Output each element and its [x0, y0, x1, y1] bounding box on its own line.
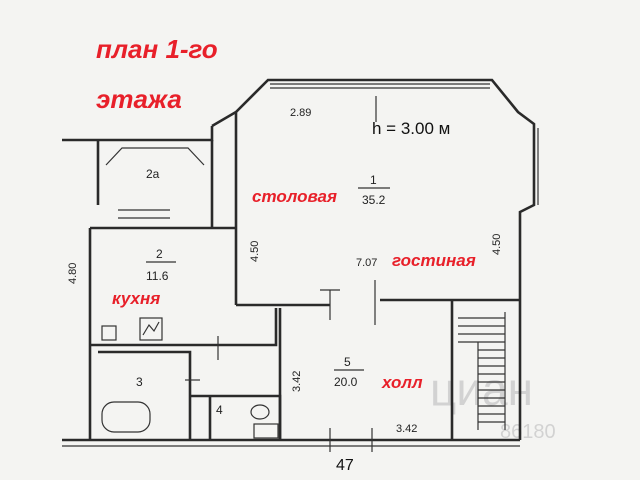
ceiling-height: h = 3.00 м [372, 119, 450, 138]
stove-icon [139, 317, 163, 341]
wall-kitchen-bottom [90, 308, 278, 347]
staircase [458, 312, 506, 430]
dim-left-partial: 4.80 [67, 263, 79, 284]
sink-icon [101, 325, 117, 341]
room1-area: 35.2 [362, 193, 386, 207]
wc-sink-icon [253, 423, 279, 439]
room1-label: столовая [252, 187, 337, 206]
wall-room1-top [211, 78, 536, 300]
dim-room1-width: 7.07 [356, 257, 377, 269]
room5-number: 5 [344, 355, 351, 369]
room2-area: 11.6 [146, 269, 169, 283]
watermark-digits: 86180 [500, 421, 556, 443]
room2a-bay [105, 147, 205, 166]
wall-bath [98, 350, 192, 440]
room3-number: 3 [136, 375, 143, 389]
dim-top: 2.89 [290, 107, 311, 119]
wall-top-left [62, 126, 214, 142]
wall-wc [190, 394, 282, 440]
stove-symbol [142, 321, 160, 336]
toilet-icon [250, 404, 270, 420]
watermark-text: циан [430, 363, 533, 415]
room5-area: 20.0 [334, 375, 358, 389]
dim-hall-bottom: 3.42 [396, 423, 417, 435]
dim-right-room1: 4.50 [491, 234, 503, 255]
bathtub-icon [101, 401, 151, 433]
dim-left-room1: 4.50 [249, 241, 261, 262]
room1-number: 1 [370, 173, 377, 187]
room5-label: холл [381, 373, 423, 392]
room2-number: 2 [156, 247, 163, 261]
title-line1: план 1-го [96, 34, 218, 64]
walls [62, 78, 539, 452]
watermark: циан 86180 [430, 363, 556, 443]
room2a-number: 2а [146, 167, 160, 181]
title-line2: этажа [96, 84, 182, 114]
room2-label: кухня [112, 289, 160, 308]
living-label: гостиная [392, 251, 476, 270]
room4-number: 4 [216, 403, 223, 417]
dim-hall-left: 3.42 [291, 371, 303, 392]
bottom-number: 47 [336, 457, 354, 474]
